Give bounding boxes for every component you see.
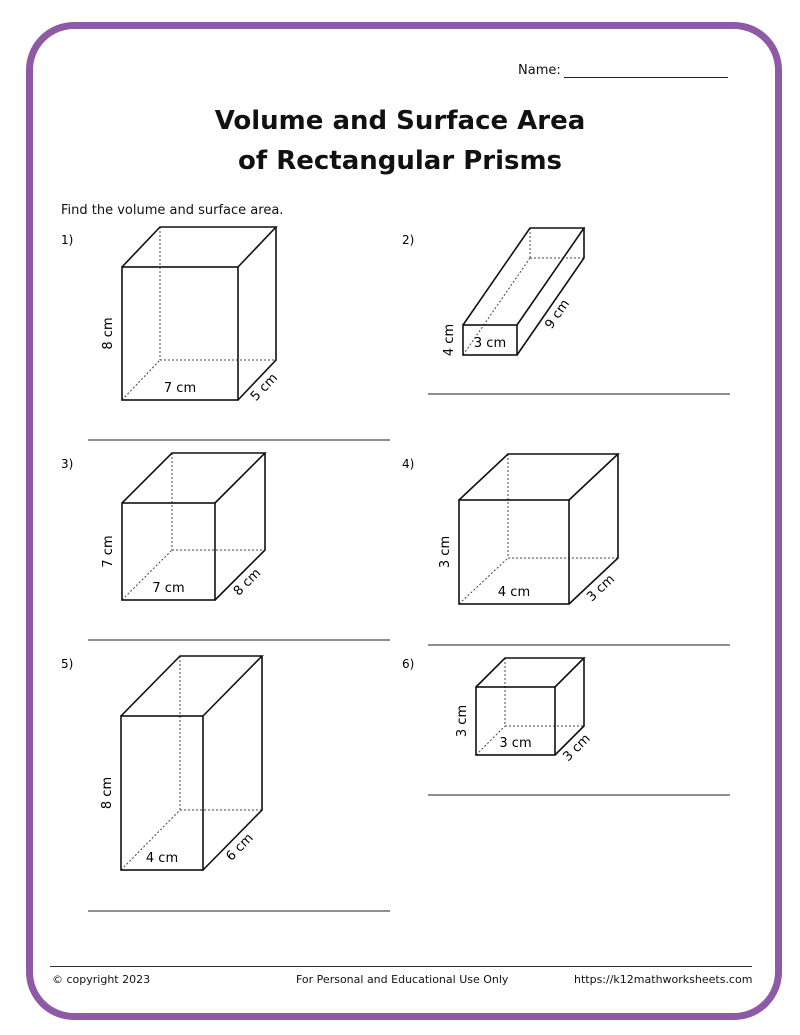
problem-4: 4) 3 cm 4 cm 3 cm	[402, 453, 730, 646]
front-face	[120, 715, 204, 871]
depth-label: 3 cm	[584, 572, 618, 605]
hidden-edge	[458, 557, 509, 605]
side-edges	[554, 658, 585, 756]
top-edges	[458, 453, 621, 501]
problem-number: 2)	[402, 233, 414, 247]
problem-number: 6)	[402, 657, 414, 671]
height-label: 8 cm	[101, 317, 116, 349]
width-label: 3 cm	[474, 336, 506, 351]
name-field[interactable]: Name:	[518, 63, 728, 78]
depth-label: 8 cm	[231, 566, 264, 599]
front-face	[458, 499, 570, 605]
footer-copyright: © copyright 2023	[52, 973, 151, 986]
top-edges	[121, 452, 267, 504]
footer-notice: For Personal and Educational Use Only	[296, 973, 509, 986]
name-label: Name:	[518, 63, 561, 78]
title-line-1: Volume and Surface Area	[214, 106, 586, 136]
depth-label: 9 cm	[542, 297, 573, 332]
top-edges	[120, 655, 264, 717]
problem-6: 6) 3 cm 3 cm 3 cm	[402, 657, 730, 796]
hidden-edge	[475, 725, 506, 756]
page-border	[26, 22, 782, 1020]
top-edges	[475, 657, 586, 688]
depth-label: 3 cm	[560, 731, 593, 764]
problem-number: 5)	[61, 657, 73, 671]
height-label: 3 cm	[455, 705, 470, 737]
side-edges	[202, 656, 263, 871]
width-label: 7 cm	[164, 381, 196, 396]
title-line-2: of Rectangular Prisms	[237, 146, 563, 176]
depth-label: 5 cm	[248, 371, 281, 405]
side-edges	[214, 453, 266, 601]
front-face	[475, 686, 556, 756]
height-label: 3 cm	[438, 536, 453, 568]
width-label: 3 cm	[499, 736, 531, 751]
height-label: 8 cm	[100, 777, 115, 809]
side-edges	[237, 227, 277, 401]
height-label: 7 cm	[101, 535, 116, 567]
front-face	[121, 502, 216, 601]
problem-2: 2) 4 cm 3 cm 9 cm	[402, 227, 730, 395]
footer-divider	[50, 966, 752, 967]
problem-number: 4)	[402, 457, 414, 471]
top-edges	[462, 227, 586, 326]
width-label: 4 cm	[498, 585, 530, 600]
name-line[interactable]	[563, 77, 728, 78]
depth-label: 6 cm	[223, 831, 256, 864]
width-label: 7 cm	[152, 581, 184, 596]
front-face	[462, 324, 518, 356]
width-label: 4 cm	[146, 851, 178, 866]
problem-3: 3) 7 cm 7 cm 8 cm	[61, 452, 390, 641]
side-edges	[516, 228, 585, 356]
instructions: Find the volume and surface area.	[61, 203, 284, 218]
front-face	[121, 266, 239, 401]
top-edges	[121, 226, 278, 268]
problem-5: 5) 8 cm 4 cm 6 cm	[61, 655, 390, 912]
side-edges	[568, 454, 619, 605]
problem-1: 1) 8 cm 7 cm 5 cm	[61, 226, 390, 441]
problem-number: 3)	[61, 457, 73, 471]
hidden-edge	[121, 359, 161, 401]
footer-url[interactable]: https://k12mathworksheets.com	[574, 973, 753, 986]
problem-number: 1)	[61, 233, 73, 247]
height-label: 4 cm	[442, 324, 457, 356]
